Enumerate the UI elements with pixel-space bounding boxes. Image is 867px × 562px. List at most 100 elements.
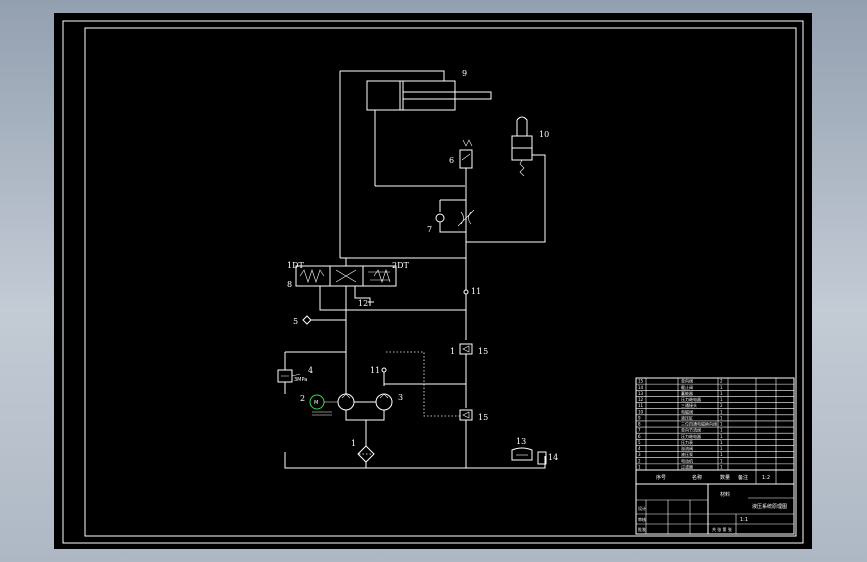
parts-cell-qty: 2 [720, 379, 723, 384]
label-accumulator: 13 [516, 437, 526, 446]
parts-cell-no: 12 [638, 397, 644, 402]
inner-frame [84, 27, 797, 537]
directional-valve [295, 257, 467, 290]
parts-cell-qty: 1 [720, 465, 723, 470]
tb-drawing-title: 液压系统原理图 [752, 503, 787, 510]
parts-cell-no: 9 [638, 415, 641, 420]
label-filter: 1 [351, 439, 356, 448]
check-valve-a [459, 343, 473, 408]
parts-cell-no: 7 [638, 428, 641, 433]
parts-cell-no: 6 [638, 434, 641, 439]
parts-cell-no: 10 [638, 409, 644, 414]
parts-cell-name: 电磁阀 [681, 408, 693, 414]
parts-cell-name: 液压泵 [681, 451, 693, 457]
parts-cell-name: 蓄能器 [681, 390, 693, 396]
parts-cell-no: 8 [638, 422, 641, 427]
label-port-12: 12 [358, 299, 368, 308]
parts-cell-name: 三通接头 [681, 402, 697, 408]
parts-cell-name: 溢流阀 [681, 445, 693, 451]
tb-material: 材料 [720, 491, 730, 498]
parts-cell-name: 单向节流阀 [681, 427, 701, 433]
parts-cell-qty: 1 [720, 458, 723, 463]
title-block [635, 377, 795, 535]
filter [357, 445, 375, 468]
parts-cell-no: 4 [638, 446, 641, 451]
label-relief-setting: 3MPa [294, 377, 307, 383]
tb-designer: 设计 [638, 505, 646, 511]
line-tank [284, 452, 546, 469]
tb-checker: 审核 [638, 516, 646, 522]
solenoid-valve [466, 116, 546, 243]
tb-header-qty: 数量 [720, 474, 730, 481]
check-valve-b [459, 409, 473, 468]
parts-cell-qty: 1 [720, 446, 723, 451]
parts-cell-qty: 1 [720, 422, 723, 427]
parts-cell-no: 2 [638, 458, 641, 463]
label-solenoid-valve: 10 [539, 130, 549, 139]
motor: M [309, 394, 338, 416]
throttle-valve [435, 186, 475, 258]
parts-cell-name: 电动机 [681, 457, 693, 463]
label-check-valve-a: 15 [478, 347, 488, 356]
svg-text:M: M [314, 400, 318, 406]
tb-scale: 1:2 [762, 475, 770, 481]
pressure-switch [459, 139, 473, 186]
outer-frame [62, 20, 804, 544]
label-right-solenoid: 2DT [392, 261, 410, 270]
pump [337, 393, 393, 446]
accumulator [511, 447, 547, 465]
tb-approver: 批准 [638, 526, 646, 532]
label-tank-valve: 14 [548, 453, 558, 462]
label-relief-valve: 4 [308, 366, 313, 375]
label-cylinder: 9 [462, 69, 467, 78]
drawing-sheet: 9 6 10 7 1DT 2DT 8 [54, 13, 812, 549]
parts-cell-qty: 1 [720, 440, 723, 445]
label-directional-valve: 8 [287, 280, 292, 289]
port-12-line [354, 286, 374, 306]
label-motor: 2 [300, 394, 305, 403]
tb-header-name: 名称 [692, 474, 702, 481]
junction-upper [463, 289, 469, 295]
line-main-pressure [339, 70, 445, 258]
parts-cell-no: 5 [638, 440, 641, 445]
line-valve-return [319, 286, 467, 340]
parts-cell-qty: 1 [720, 434, 723, 439]
label-pump: 3 [398, 393, 403, 402]
tb-header-no: 序号 [656, 474, 666, 481]
parts-cell-qty: 1 [720, 385, 723, 390]
parts-cell-qty: 1 [720, 452, 723, 457]
label-throttle-valve: 7 [427, 225, 432, 234]
parts-cell-qty: 1 [720, 391, 723, 396]
pressure-gauge [302, 315, 346, 325]
parts-cell-name: 截止阀 [681, 384, 693, 390]
label-gauge: 5 [293, 317, 298, 326]
parts-cell-name: 压力继电器 [681, 396, 701, 402]
label-left-solenoid: 1DT [287, 261, 305, 270]
label-junction-mid: 11 [370, 366, 380, 375]
hydraulic-schematic: 9 6 10 7 1DT 2DT 8 [62, 20, 804, 544]
tb-scale-value: 1:1 [740, 517, 748, 523]
parts-cell-qty: 1 [720, 397, 723, 402]
parts-cell-name: 液压缸 [681, 414, 693, 420]
parts-cell-no: 3 [638, 452, 641, 457]
label-check-valve-a-prefix: 1 [450, 347, 455, 356]
tb-header-remark: 备注 [738, 474, 748, 481]
label-check-valve-b: 15 [478, 413, 488, 422]
hydraulic-cylinder [366, 72, 492, 186]
parts-cell-name: 压力表 [681, 439, 693, 445]
parts-cell-name: 压力继电器 [681, 433, 701, 439]
parts-cell-name: 单向阀 [681, 378, 693, 384]
parts-cell-qty: 1 [720, 415, 723, 420]
line-pump-to-check [383, 372, 466, 386]
label-pressure-switch: 6 [449, 156, 454, 165]
label-junction-upper: 11 [471, 287, 481, 296]
parts-cell-qty: 1 [720, 428, 723, 433]
tb-sheet: 共 张 第 张 [712, 526, 732, 532]
parts-cell-no: 13 [638, 391, 644, 396]
parts-cell-qty: 2 [720, 403, 723, 408]
parts-cell-no: 14 [638, 385, 644, 390]
parts-cell-no: 15 [638, 379, 644, 384]
junction-mid [381, 367, 387, 373]
parts-cell-no: 1 [638, 465, 641, 470]
